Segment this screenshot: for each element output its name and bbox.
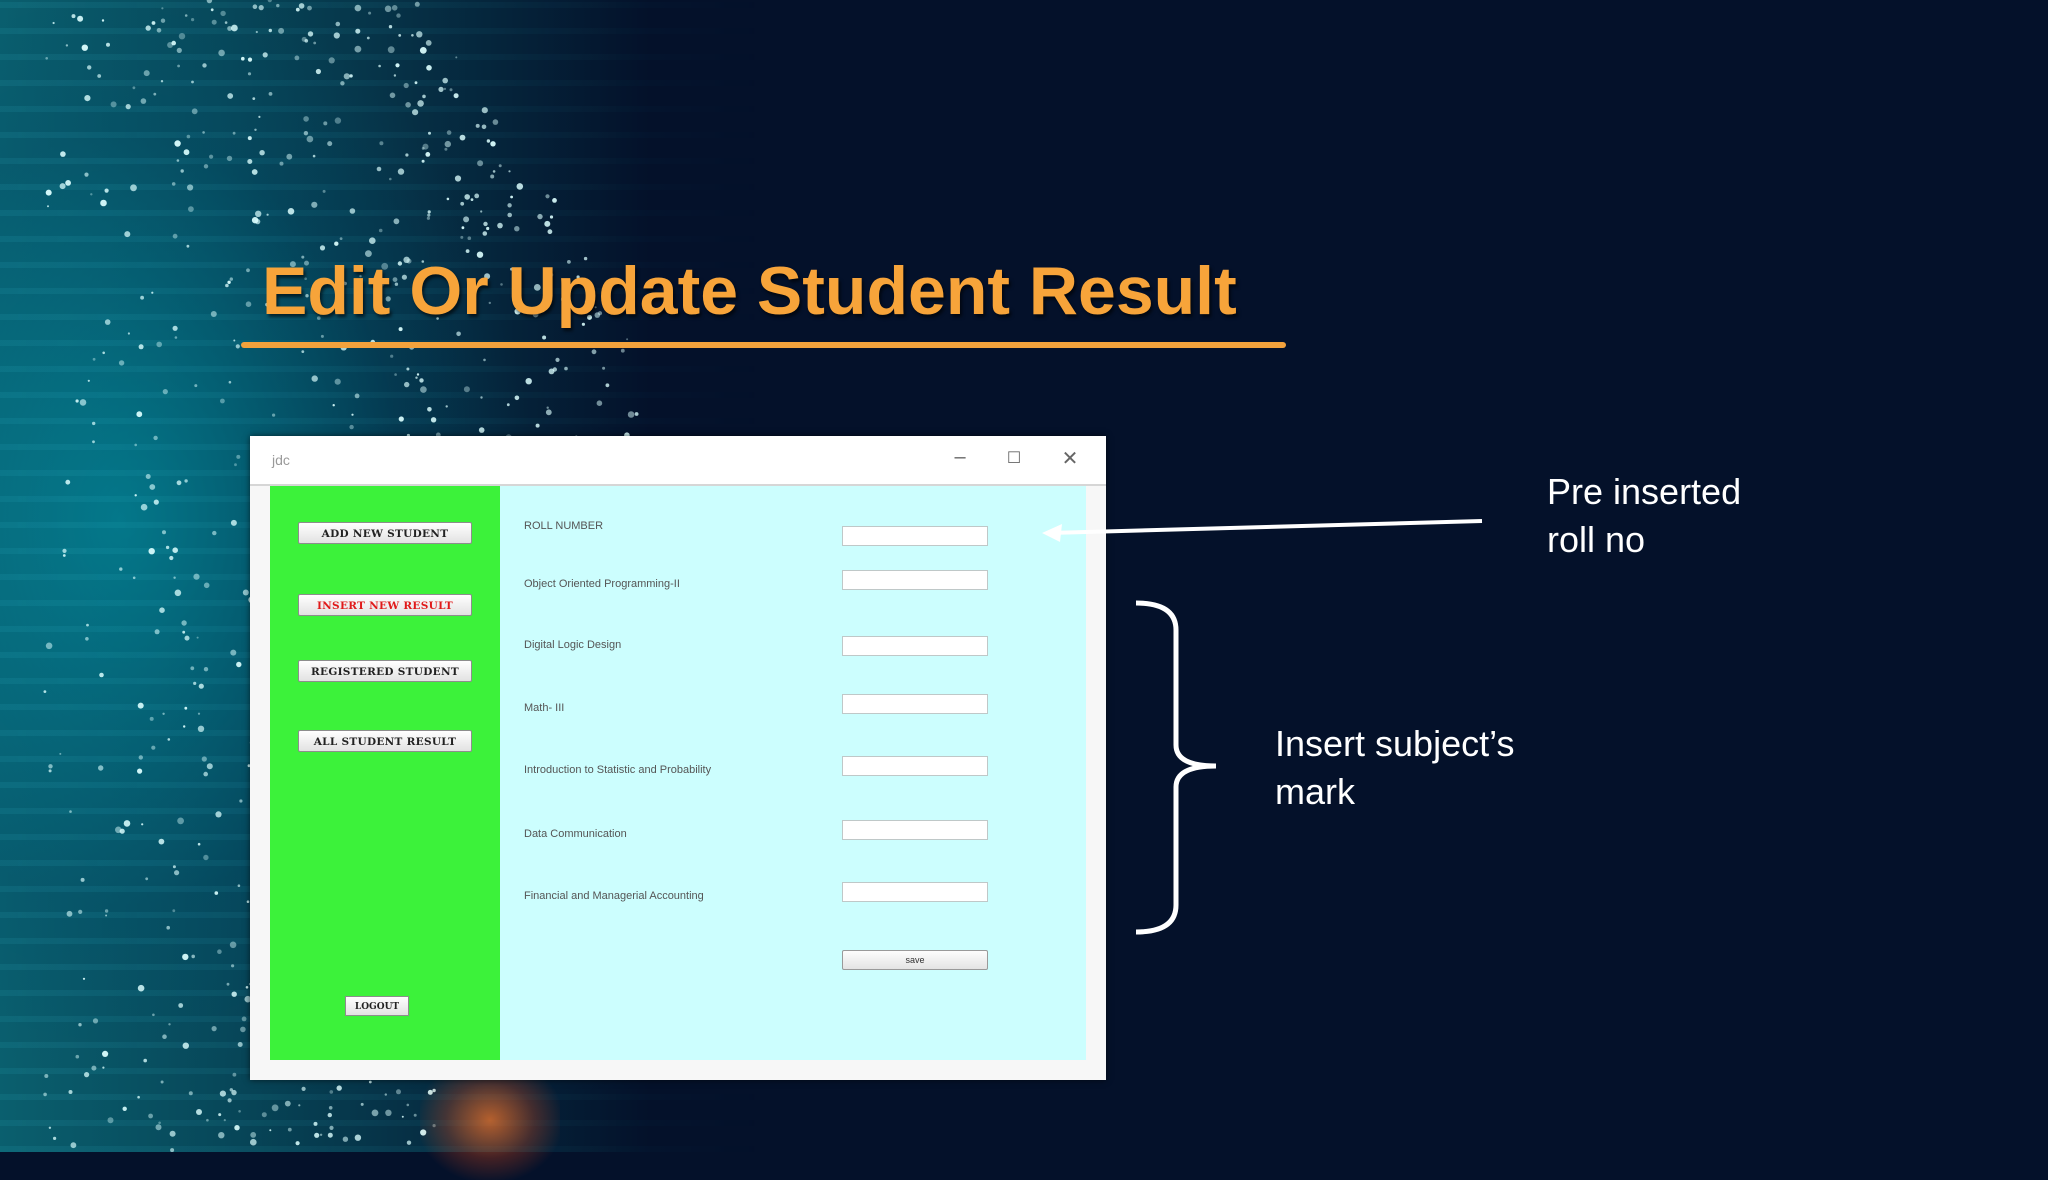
- roll-number-label: ROLL NUMBER: [524, 520, 604, 532]
- annotation-graphics: [1042, 519, 1483, 935]
- oop2-mark-input[interactable]: [842, 570, 988, 590]
- annotation-pre-inserted-roll-no: Pre inserted roll no: [1547, 471, 1742, 560]
- title-underline: [241, 342, 1286, 348]
- insert-new-result-button[interactable]: INSERT NEW RESULT: [298, 594, 472, 616]
- digital-logic-mark-input[interactable]: [842, 636, 988, 656]
- app-window: jdc – ☐ ✕ ADD NEW STUDENT INSERT NEW RES…: [250, 436, 1106, 1080]
- window-titlebar: jdc – ☐ ✕: [250, 436, 1106, 486]
- accounting-label: Financial and Managerial Accounting: [524, 890, 704, 902]
- digital-logic-label: Digital Logic Design: [524, 639, 622, 651]
- all-student-result-button[interactable]: ALL STUDENT RESULT: [298, 730, 472, 752]
- window-title: jdc: [272, 452, 290, 468]
- data-communication-label: Data Communication: [524, 828, 627, 840]
- registered-student-button[interactable]: REGISTERED STUDENT: [298, 660, 472, 682]
- save-button[interactable]: save: [842, 950, 988, 970]
- close-icon[interactable]: ✕: [1061, 448, 1079, 470]
- arrow-icon: [1042, 519, 1483, 542]
- roll-number-input[interactable]: [842, 526, 988, 546]
- slide-title: Edit Or Update Student Result: [262, 253, 1237, 329]
- logout-button[interactable]: LOGOUT: [345, 996, 409, 1016]
- annotation-insert-subject-mark: Insert subject’s mark: [1275, 723, 1515, 812]
- accounting-mark-input[interactable]: [842, 882, 988, 902]
- oop2-label: Object Oriented Programming-II: [524, 578, 680, 590]
- statistics-label: Introduction to Statistic and Probabilit…: [524, 764, 712, 776]
- maximize-icon[interactable]: ☐: [1006, 450, 1022, 467]
- statistics-mark-input[interactable]: [842, 756, 988, 776]
- minimize-icon[interactable]: –: [954, 446, 966, 468]
- curly-brace-icon: [1135, 600, 1217, 935]
- add-new-student-button[interactable]: ADD NEW STUDENT: [298, 522, 472, 544]
- math3-mark-input[interactable]: [842, 694, 988, 714]
- math3-label: Math- III: [524, 702, 565, 714]
- data-communication-mark-input[interactable]: [842, 820, 988, 840]
- sidebar: ADD NEW STUDENT INSERT NEW RESULT REGIST…: [270, 486, 500, 1060]
- result-form: ROLL NUMBER Object Oriented Programming-…: [500, 486, 1086, 1060]
